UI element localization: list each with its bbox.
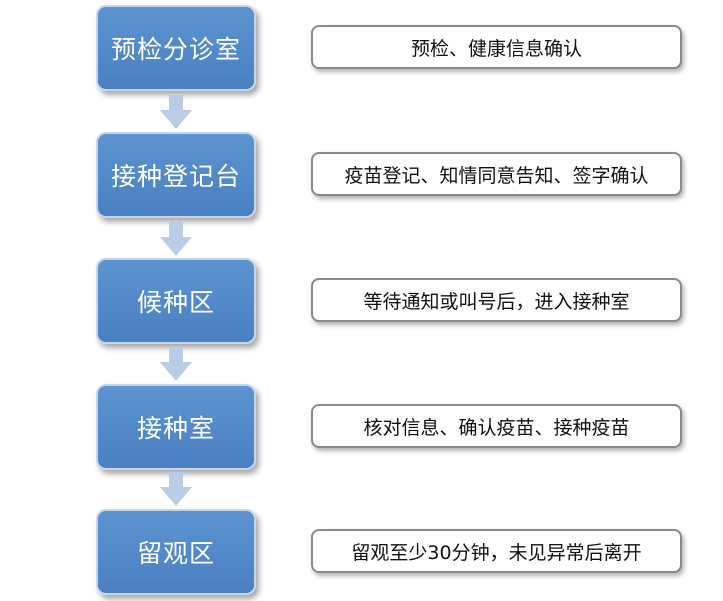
step-box-precheck: 预检分诊室 — [96, 5, 256, 91]
step-row-5: 留观区 留观至少30分钟，未见异常后离开 — [0, 509, 723, 595]
step-box-observation-area: 留观区 — [96, 509, 256, 595]
down-arrow-icon — [160, 472, 192, 506]
step-box-waiting-area: 候种区 — [96, 258, 256, 344]
step-row-2: 接种登记台 疫苗登记、知情同意告知、签字确认 — [0, 132, 723, 218]
step-desc-waiting-area: 等待通知或叫号后，进入接种室 — [311, 278, 682, 322]
down-arrow-icon — [160, 347, 192, 381]
step-desc-observation-area: 留观至少30分钟，未见异常后离开 — [311, 529, 682, 573]
step-desc-registration: 疫苗登记、知情同意告知、签字确认 — [311, 152, 682, 196]
step-desc-vaccination-room: 核对信息、确认疫苗、接种疫苗 — [311, 404, 682, 448]
down-arrow-icon — [160, 222, 192, 256]
step-row-1: 预检分诊室 预检、健康信息确认 — [0, 5, 723, 91]
step-box-registration: 接种登记台 — [96, 132, 256, 218]
step-desc-precheck: 预检、健康信息确认 — [311, 25, 682, 69]
step-row-4: 接种室 核对信息、确认疫苗、接种疫苗 — [0, 384, 723, 470]
step-row-3: 候种区 等待通知或叫号后，进入接种室 — [0, 258, 723, 344]
step-box-vaccination-room: 接种室 — [96, 384, 256, 470]
down-arrow-icon — [160, 95, 192, 129]
